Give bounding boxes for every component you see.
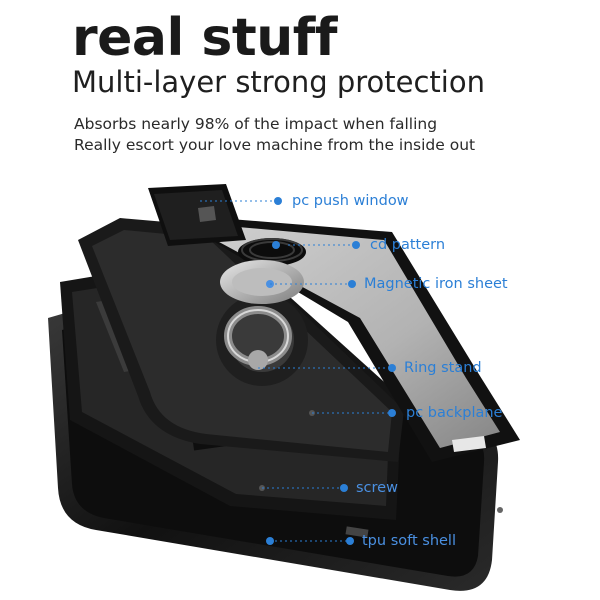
callout-ring-stand: Ring stand bbox=[404, 360, 482, 376]
clear-frame bbox=[168, 214, 520, 462]
callout-cd-pattern: cd pattern bbox=[370, 237, 446, 253]
headline: real stuff bbox=[72, 8, 338, 68]
callout-screw: screw bbox=[356, 480, 398, 496]
pc-backplane bbox=[78, 218, 404, 462]
callout-connectors bbox=[200, 197, 396, 545]
callout-magnetic-iron-sheet: Magnetic iron sheet bbox=[364, 276, 508, 292]
exploded-phone-case-illustration bbox=[48, 184, 520, 591]
pc-push-window bbox=[148, 184, 246, 246]
description-line-1: Absorbs nearly 98% of the impact when fa… bbox=[74, 115, 438, 133]
description-line-2: Really escort your love machine from the… bbox=[74, 136, 476, 154]
magnetic-iron-sheet bbox=[220, 260, 304, 304]
callout-pc-backplane: pc backplane bbox=[406, 405, 503, 421]
subheadline: Multi-layer strong protection bbox=[72, 65, 485, 99]
callout-tpu-soft-shell: tpu soft shell bbox=[362, 533, 456, 549]
ring-stand bbox=[224, 306, 292, 370]
callout-pc-push-window: pc push window bbox=[292, 193, 409, 209]
